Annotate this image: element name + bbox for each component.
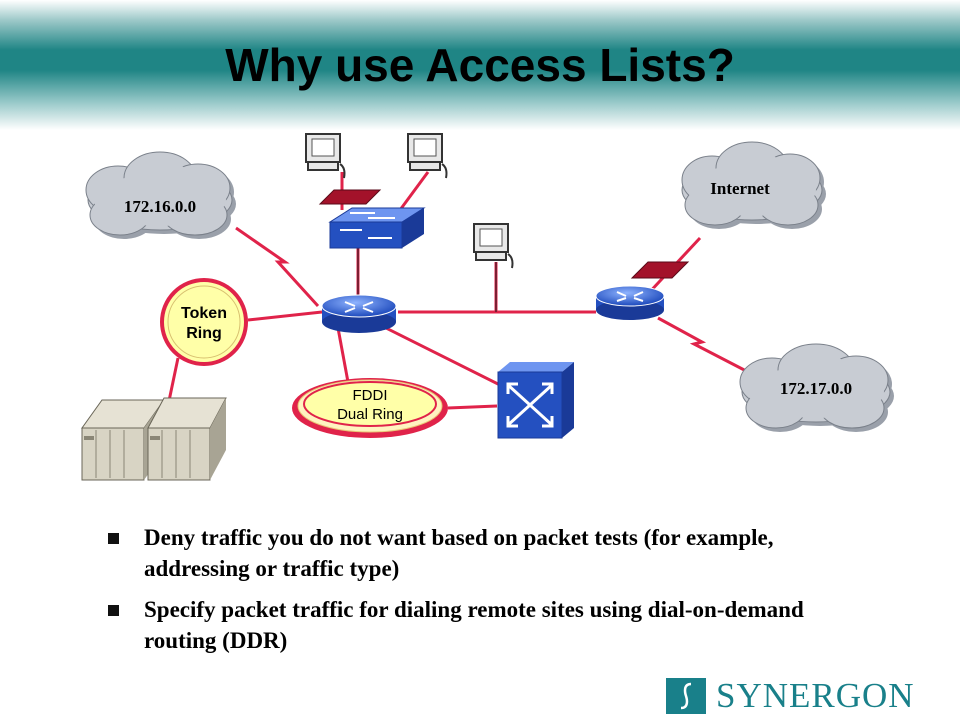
bullet-item: Specify packet traffic for dialing remot… — [108, 594, 868, 656]
workstation-icon — [407, 133, 448, 179]
synergon-logo-mark-icon — [666, 678, 706, 714]
cloud-172-16: 172.16.0.0 — [85, 151, 236, 239]
slide-title: Why use Access Lists? — [225, 39, 735, 91]
token-ring-label-line2: Ring — [186, 325, 222, 342]
link-router-fddi — [336, 327, 350, 383]
link-fddi-atm — [447, 404, 498, 410]
token-ring: Token Ring — [160, 278, 248, 366]
switch-icon — [328, 207, 426, 249]
cloud-172-17: 172.17.0.0 — [739, 343, 894, 432]
header-band — [0, 0, 960, 130]
token-ring-label-line1: Token — [181, 305, 227, 322]
bullet-item: Deny traffic you do not want based on pa… — [108, 522, 868, 584]
link-cloud-172-16-router — [235, 226, 320, 308]
workstation-icon — [305, 133, 346, 179]
cloud-internet: Internet — [681, 141, 826, 229]
atm-switch-icon — [497, 362, 574, 439]
fddi-ring: FDDI Dual Ring — [292, 378, 448, 438]
router-icon — [321, 294, 397, 333]
bullet-square-icon — [108, 605, 119, 616]
link-token-ring-router — [247, 310, 323, 322]
link-router2-cloud-172-17 — [657, 316, 753, 376]
bullet-list: Deny traffic you do not want based on pa… — [108, 522, 868, 666]
logo-text: SYNERGON — [716, 676, 915, 715]
access-list-marker — [318, 189, 382, 205]
cloud-label-172-16: 172.16.0.0 — [124, 197, 196, 216]
bullet-text: Specify packet traffic for dialing remot… — [144, 597, 804, 653]
link-switch-pc2 — [398, 171, 430, 211]
bullet-text: Deny traffic you do not want based on pa… — [144, 525, 774, 581]
cloud-label-172-17: 172.17.0.0 — [780, 379, 852, 398]
bullet-square-icon — [108, 533, 119, 544]
cloud-label-internet: Internet — [710, 179, 770, 198]
link-router-atm — [379, 323, 501, 387]
workstation-icon — [473, 223, 514, 269]
synergon-logo: SYNERGON — [666, 676, 946, 716]
mainframe-icon — [81, 397, 227, 481]
router-icon — [595, 285, 665, 320]
access-list-marker — [630, 261, 690, 279]
fddi-label-line2: Dual Ring — [337, 406, 403, 423]
fddi-label-line1: FDDI — [353, 387, 388, 404]
